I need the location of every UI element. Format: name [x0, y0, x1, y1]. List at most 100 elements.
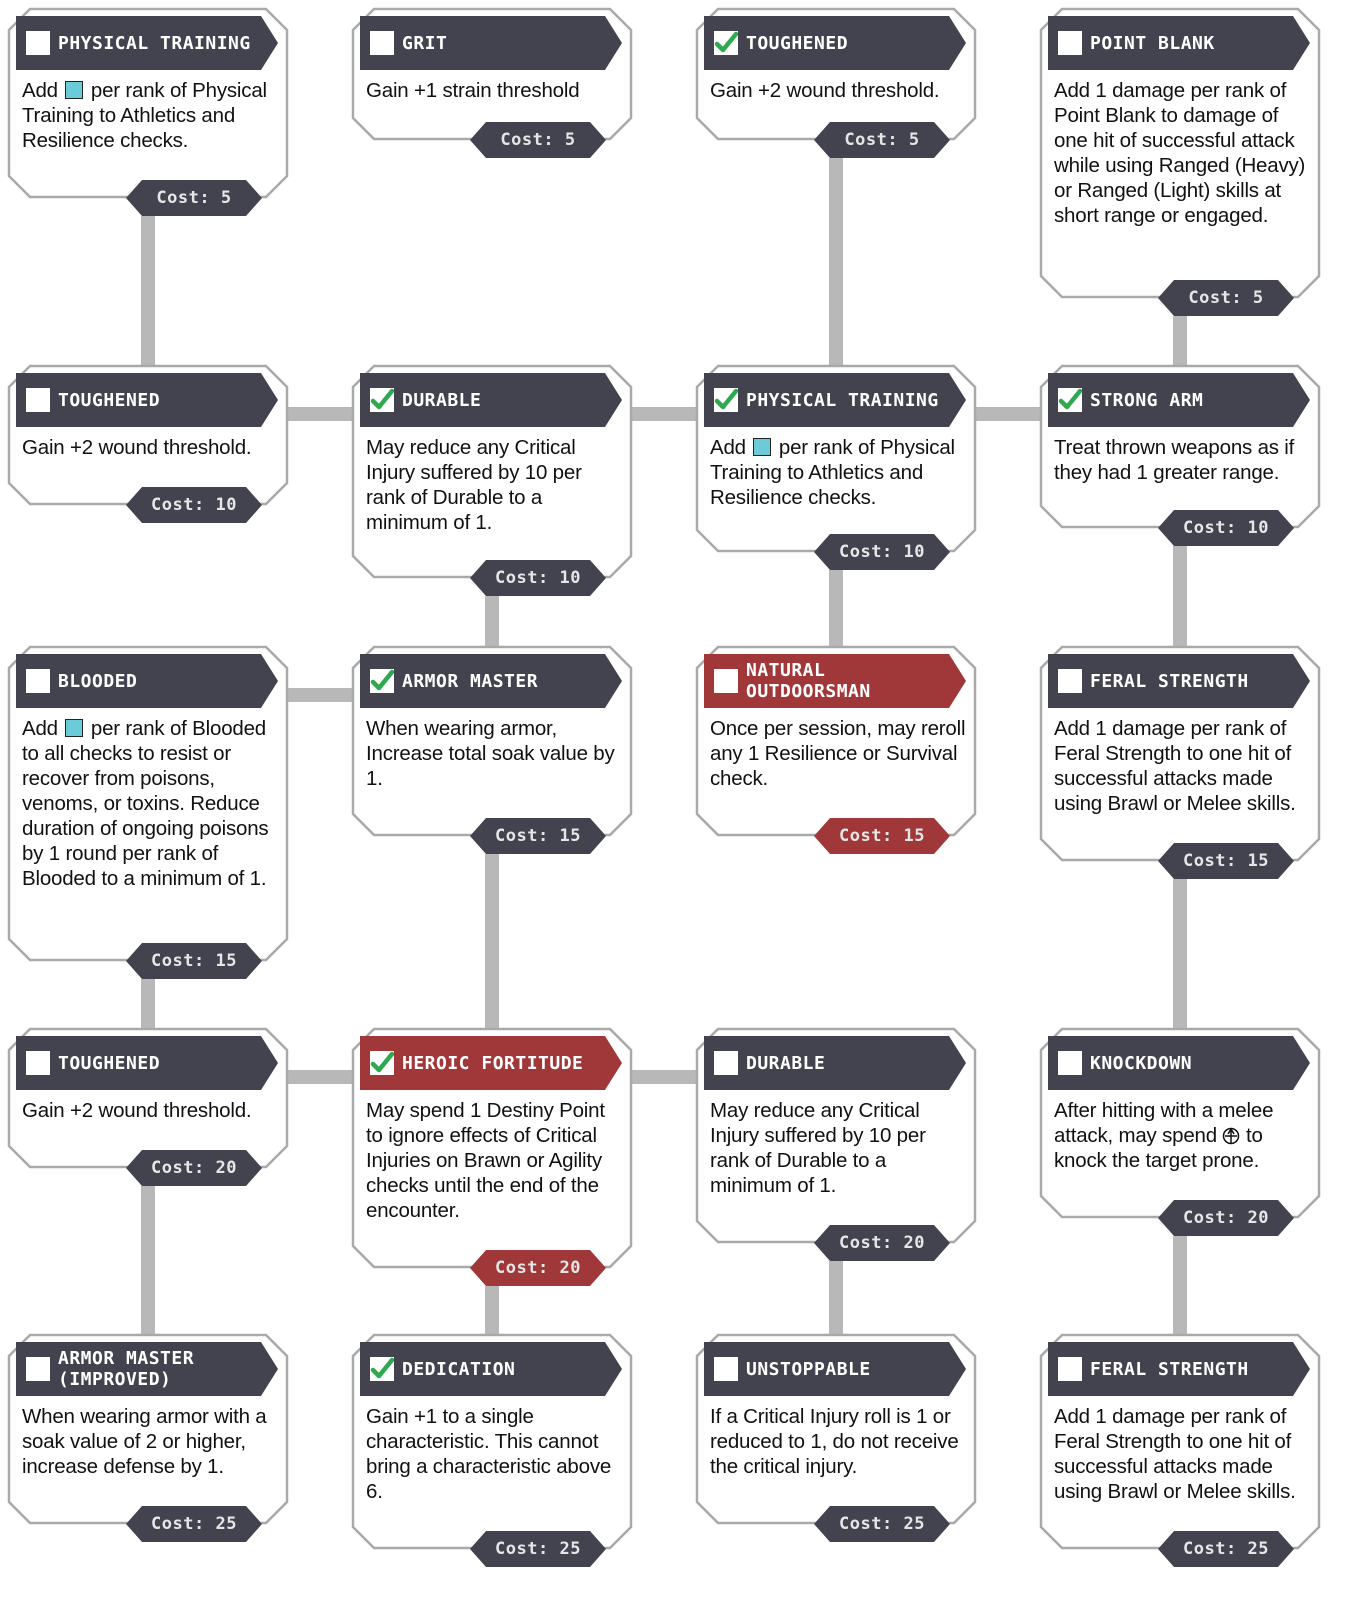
talent-cost: Cost: 10 — [126, 487, 262, 523]
checkbox-unchecked[interactable] — [26, 388, 50, 412]
checkbox-unchecked[interactable] — [26, 1357, 50, 1381]
description-text: After hitting with a melee attack, may s… — [1054, 1099, 1274, 1147]
talent-title: PHYSICAL TRAINING — [746, 389, 939, 411]
checkbox-unchecked[interactable] — [714, 1051, 738, 1075]
talent-title: DEDICATION — [402, 1358, 516, 1380]
talent-description: If a Critical Injury roll is 1 or reduce… — [710, 1404, 966, 1479]
talent-description: Gain +2 wound threshold. — [22, 435, 278, 460]
checkbox-checked[interactable] — [370, 1051, 394, 1075]
talent-title-bar: FERAL STRENGTH — [1048, 654, 1310, 708]
checkbox-unchecked[interactable] — [26, 669, 50, 693]
checkbox-checked[interactable] — [370, 669, 394, 693]
checkbox-unchecked[interactable] — [370, 31, 394, 55]
boost-die-icon — [753, 438, 772, 456]
checkmark-icon — [370, 1051, 394, 1073]
description-text: Gain +1 strain threshold — [366, 79, 580, 102]
talent-card[interactable]: TOUGHENED Gain +2 wound threshold. Cost: 2… — [7, 1027, 289, 1186]
checkbox-checked[interactable] — [370, 1357, 394, 1381]
advantage-symbol-icon — [1223, 1127, 1240, 1145]
talent-description: Add 1 damage per rank of Feral Strength … — [1054, 716, 1310, 816]
talent-card[interactable]: UNSTOPPABLE If a Critical Injury roll is … — [695, 1333, 977, 1542]
checkbox-checked[interactable] — [1058, 388, 1082, 412]
talent-card[interactable]: ARMOR MASTER (IMPROVED) When wearing armo… — [7, 1333, 289, 1542]
description-text: Add — [22, 79, 64, 102]
checkbox-unchecked[interactable] — [26, 1051, 50, 1075]
talent-description: Gain +2 wound threshold. — [22, 1098, 278, 1123]
boost-die-icon — [65, 81, 84, 99]
checkbox-unchecked[interactable] — [714, 669, 738, 693]
talent-title-bar: TOUGHENED — [16, 1036, 278, 1090]
talent-card[interactable]: STRONG ARM Treat thrown weapons as if the… — [1039, 364, 1321, 546]
tree-connector — [632, 407, 696, 421]
checkbox-checked[interactable] — [714, 31, 738, 55]
talent-title: DURABLE — [402, 389, 482, 411]
tree-connector — [141, 979, 155, 1028]
talent-title-bar: NATURAL OUTDOORSMAN — [704, 654, 966, 708]
checkbox-unchecked[interactable] — [26, 31, 50, 55]
talent-cost: Cost: 20 — [1158, 1200, 1294, 1236]
talent-cost: Cost: 20 — [814, 1225, 950, 1261]
talent-cost: Cost: 5 — [126, 180, 262, 216]
tree-connector — [485, 854, 499, 1028]
checkmark-icon — [1058, 388, 1082, 410]
talent-cost: Cost: 5 — [470, 122, 606, 158]
checkbox-checked[interactable] — [370, 388, 394, 412]
tree-connector — [288, 407, 352, 421]
talent-cost: Cost: 5 — [814, 122, 950, 158]
talent-description: May spend 1 Destiny Point to ignore effe… — [366, 1098, 622, 1223]
talent-description: When wearing armor with a soak value of … — [22, 1404, 278, 1479]
talent-cost: Cost: 25 — [126, 1506, 262, 1542]
description-text: Gain +1 to a single characteristic. This… — [366, 1405, 612, 1503]
description-text: May reduce any Critical Injury suffered … — [710, 1099, 926, 1197]
talent-title: ARMOR MASTER (IMPROVED) — [58, 1348, 195, 1390]
talent-title-bar: STRONG ARM — [1048, 373, 1310, 427]
talent-title: UNSTOPPABLE — [746, 1358, 871, 1380]
talent-title-bar: HEROIC FORTITUDE — [360, 1036, 622, 1090]
checkbox-unchecked[interactable] — [1058, 31, 1082, 55]
checkbox-unchecked[interactable] — [1058, 1357, 1082, 1381]
talent-description: Treat thrown weapons as if they had 1 gr… — [1054, 435, 1310, 485]
tree-connector — [485, 1286, 499, 1334]
talent-card[interactable]: FERAL STRENGTH Add 1 damage per rank of F… — [1039, 645, 1321, 879]
tree-connector — [1173, 546, 1187, 646]
talent-cost: Cost: 10 — [470, 560, 606, 596]
talent-title-bar: DURABLE — [704, 1036, 966, 1090]
description-text: to knock the target prone. — [1054, 1124, 1263, 1172]
talent-card[interactable]: DURABLE May reduce any Critical Injury su… — [695, 1027, 977, 1261]
checkbox-unchecked[interactable] — [714, 1357, 738, 1381]
talent-title-bar: GRIT — [360, 16, 622, 70]
talent-card[interactable]: DEDICATION Gain +1 to a single characteri… — [351, 1333, 633, 1567]
talent-cost: Cost: 20 — [126, 1150, 262, 1186]
checkbox-unchecked[interactable] — [1058, 1051, 1082, 1075]
description-text: Gain +2 wound threshold. — [710, 79, 940, 102]
talent-title: STRONG ARM — [1090, 389, 1204, 411]
talent-cost: Cost: 10 — [1158, 510, 1294, 546]
card-frame — [1039, 7, 1321, 299]
description-text: Add — [22, 717, 64, 740]
tree-connector — [632, 1070, 696, 1084]
description-text: If a Critical Injury roll is 1 or reduce… — [710, 1405, 959, 1478]
checkbox-checked[interactable] — [714, 388, 738, 412]
tree-connector — [288, 688, 352, 702]
checkbox-unchecked[interactable] — [1058, 669, 1082, 693]
checkmark-icon — [370, 669, 394, 691]
talent-title: PHYSICAL TRAINING — [58, 32, 251, 54]
talent-title: NATURAL OUTDOORSMAN — [746, 660, 871, 702]
talent-card[interactable]: HEROIC FORTITUDE May spend 1 Destiny Poin… — [351, 1027, 633, 1286]
description-text: May spend 1 Destiny Point to ignore effe… — [366, 1099, 605, 1222]
talent-description: After hitting with a melee attack, may s… — [1054, 1098, 1310, 1173]
talent-cost: Cost: 25 — [1158, 1531, 1294, 1567]
tree-connector — [1173, 879, 1187, 1028]
